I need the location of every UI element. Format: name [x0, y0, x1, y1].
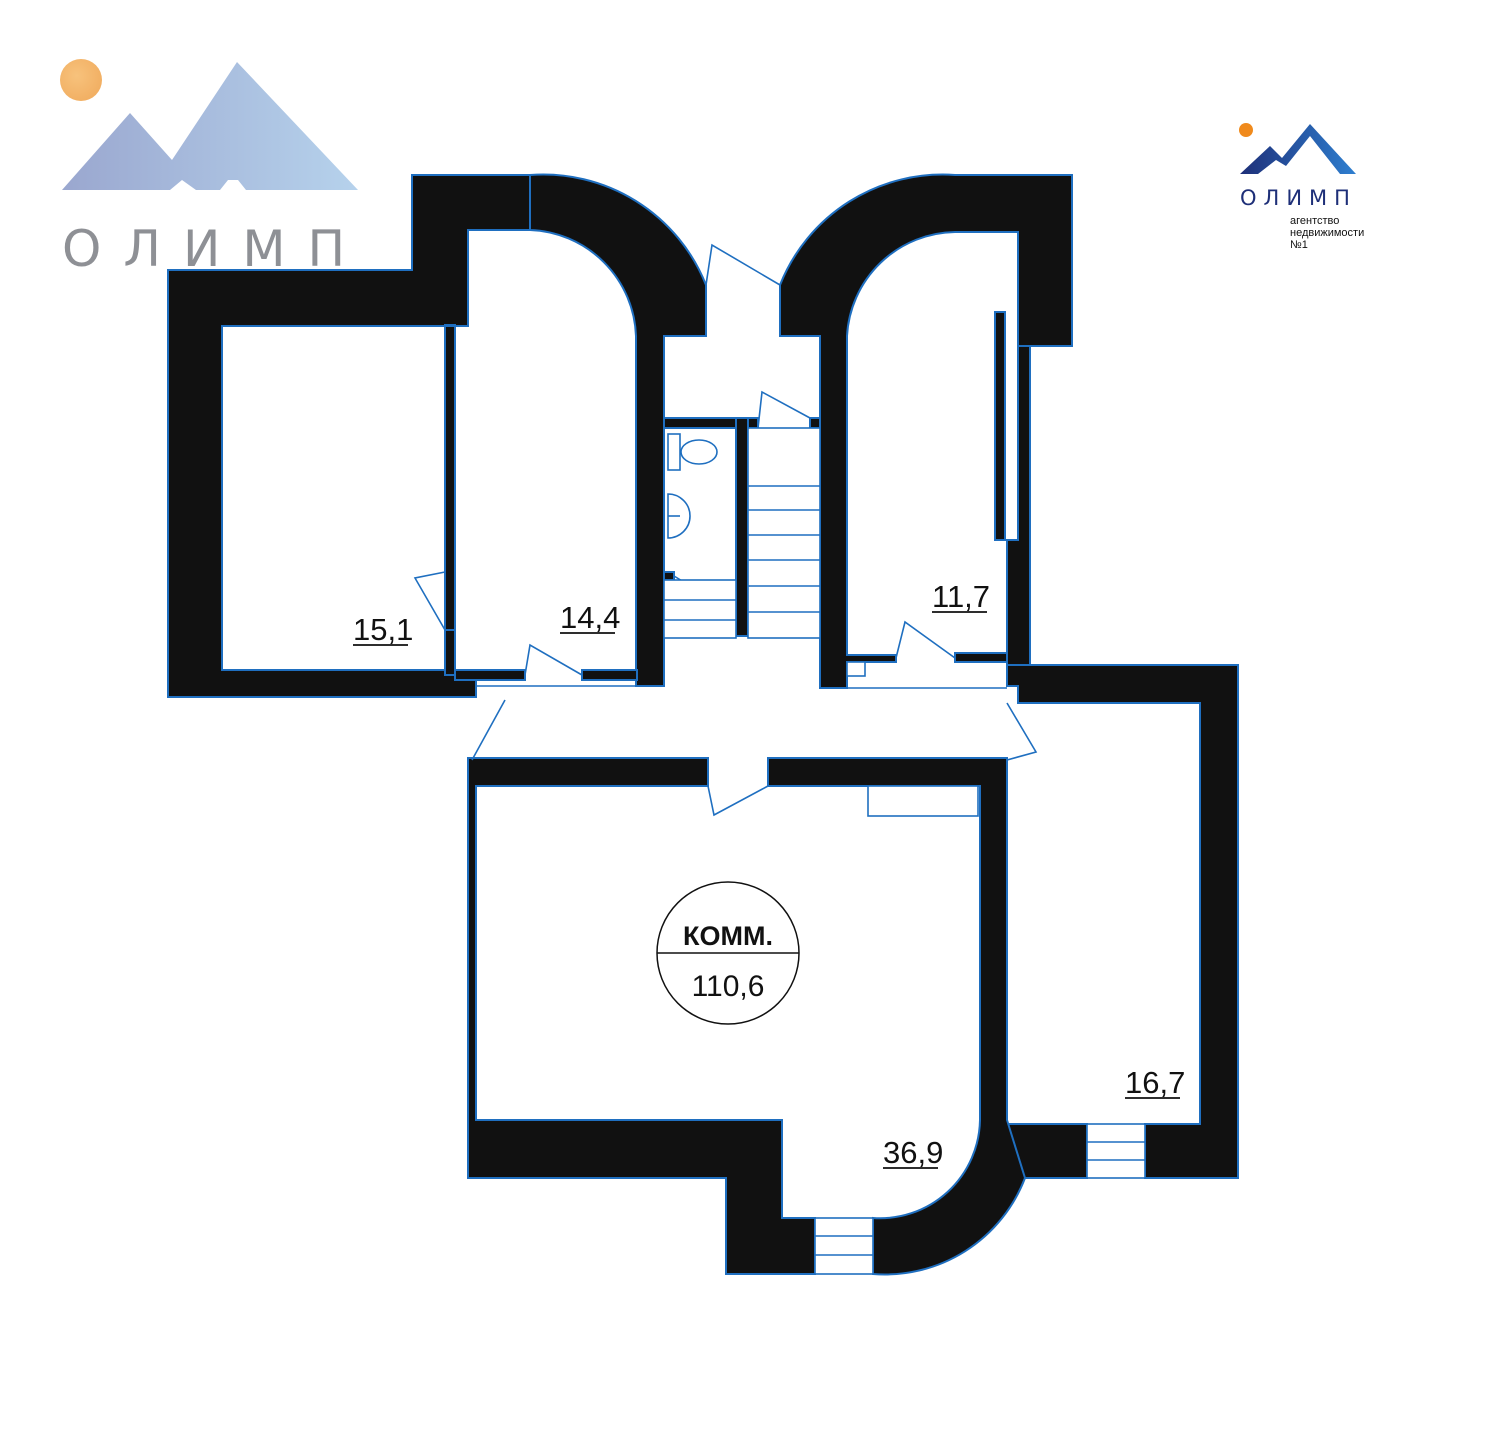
- logo-tagline-line1: агентство: [1290, 215, 1339, 227]
- badge-total-area: 110,6: [692, 970, 765, 1003]
- brand-logo: ОЛИМП агентство недвижимости №1: [1239, 123, 1364, 251]
- room-area-text: 14,4: [560, 600, 620, 635]
- wall-lower-right: [1006, 664, 1239, 1179]
- logo-tagline-line3: №1: [1290, 239, 1308, 251]
- stair-main: [747, 427, 821, 639]
- room-label-14-4: 14,4: [560, 600, 620, 635]
- area-labels: 15,1 14,4 11,7 36,9 16,7: [353, 579, 1185, 1170]
- toilet-icon: [667, 433, 718, 471]
- room-label-16-7: 16,7: [1125, 1065, 1185, 1100]
- doors: [413, 243, 1038, 817]
- door-room-14-4: [524, 643, 583, 676]
- total-area-badge: КОММ. 110,6: [656, 881, 800, 1025]
- logo-brand-text: ОЛИМП: [1240, 186, 1357, 210]
- door-room-15-1: [413, 571, 446, 631]
- wall-right-arch-side: [994, 311, 1006, 541]
- wall-wc-bottom: [663, 571, 675, 581]
- wall-stair-top: [747, 417, 759, 429]
- watermark-sun-icon: [60, 59, 102, 101]
- sink-icon: [667, 493, 691, 539]
- door-big-room: [707, 785, 769, 817]
- stair-right-exit: [1086, 1123, 1146, 1179]
- room-area-text: 15,1: [353, 612, 413, 647]
- logo-sun-icon: [1239, 123, 1253, 137]
- room-label-15-1: 15,1: [353, 612, 413, 647]
- room-label-36-9: 36,9: [883, 1135, 943, 1170]
- stair-big-room-exit: [814, 1217, 874, 1275]
- wall-right-arch: [779, 173, 1073, 689]
- wall-right-room-bottom: [954, 652, 1008, 663]
- watermark-logo: ОЛИМП: [60, 59, 367, 278]
- walls: [167, 173, 1239, 1276]
- door-stair: [757, 390, 811, 429]
- door-room-16-7: [1006, 702, 1038, 761]
- kitchen-counter: [867, 785, 979, 817]
- wall-left-room-bottom-2: [581, 669, 638, 681]
- wall-stair-top-right: [809, 417, 821, 429]
- corridor-lines: [476, 335, 1007, 817]
- door-room-11-7: [895, 620, 956, 659]
- stairs: [663, 427, 1146, 1275]
- wc-fixtures: [667, 433, 718, 539]
- room-area-text: 36,9: [883, 1135, 943, 1170]
- room-label-11-7: 11,7: [932, 579, 990, 614]
- watermark-brand-text: ОЛИМП: [62, 220, 367, 278]
- door-corridor-left: [471, 699, 506, 761]
- wall-big-room-top-right: [767, 757, 1027, 1276]
- wall-big-room: [467, 757, 816, 1275]
- wall-wc-right: [735, 417, 749, 637]
- badge-label: КОММ.: [683, 921, 773, 951]
- wall-left-mid-stub: [444, 629, 456, 676]
- watermark-mountain-icon: [62, 62, 358, 190]
- wall-left-room-bottom: [454, 669, 526, 681]
- stair-wc: [663, 579, 737, 639]
- logo-mountain-icon: [1240, 124, 1356, 174]
- room-area-text: 16,7: [1125, 1065, 1185, 1100]
- logo-tagline-line2: недвижимости: [1290, 227, 1364, 239]
- room-area-text: 11,7: [932, 579, 990, 614]
- door-entrance-top: [705, 243, 781, 286]
- wall-right-column: [1006, 345, 1031, 666]
